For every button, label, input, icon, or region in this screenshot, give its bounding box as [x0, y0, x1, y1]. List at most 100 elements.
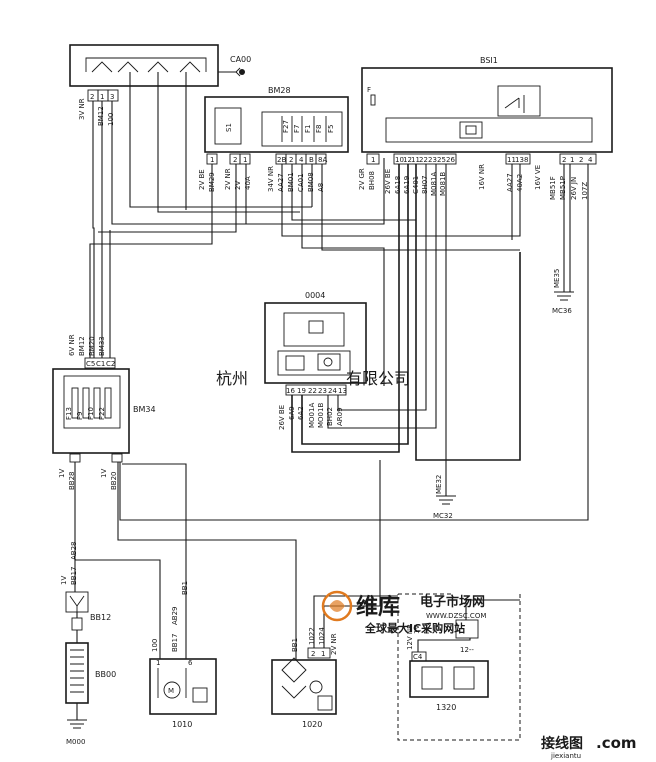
bm28-fuse-f7: F7	[293, 125, 301, 133]
c1320-label: 1320	[436, 703, 456, 712]
bm28-left-connector: 2V BE	[198, 169, 206, 190]
watermark-logo-slogan: 全球最大IC采购网站	[364, 621, 465, 635]
bsi1-mid-wire-2: 6A19	[403, 176, 411, 194]
bm28-right-wire-2: BM01	[287, 172, 295, 192]
bm28-right-wire-5: A8	[317, 183, 325, 192]
bm28-fuse-f1: F1	[304, 125, 312, 133]
component-1010: 1010 M 1 6 100 BB17 AB29 BB1	[149, 581, 217, 729]
bsi1-c16-pin-1: 11	[507, 156, 516, 164]
ca00-wire-100: 100	[107, 113, 115, 126]
bsi1-right-pin-2: 1	[570, 156, 574, 164]
bb12-wire-1: 1V	[60, 576, 68, 585]
bsi1-c16-pin-2: 13	[515, 156, 524, 164]
ca00-pin-2: 1	[100, 93, 104, 101]
bsi1-label: BSI1	[480, 56, 498, 65]
watermark-logo-sub: 电子市场网	[420, 594, 485, 610]
ca00-connector: 3V NR	[78, 98, 86, 120]
ground-mc36: ME35 MC36	[552, 164, 574, 315]
c1010-pin-1: 1	[156, 659, 160, 667]
bm34-fuse-f10: F10	[87, 407, 95, 420]
bm28-fuse-f8: F8	[315, 125, 323, 133]
c1010-pin-6: 6	[188, 659, 193, 667]
m000-label: M000	[66, 738, 85, 746]
bm28-right-wire-4: BM08	[307, 172, 315, 192]
bsi1-mid-wire-5: M081A	[430, 172, 438, 196]
bsi1-right-wire-2: MB51P	[559, 176, 567, 200]
bsi1-left-connector: 2V GR	[358, 168, 366, 190]
c0004-wire-2: 6A2	[297, 406, 305, 420]
c1320-wire-2: NR	[423, 624, 431, 634]
bsi1-mid-pin-3: 11	[411, 156, 420, 164]
component-ca00: CA00 2 1 3 3V NR BM12 100	[69, 44, 251, 126]
bm28-left-pin: 1	[210, 156, 214, 164]
watermark-corner-url: jiexiantu	[550, 752, 581, 760]
ca00-pin-1: 2	[90, 93, 94, 101]
c1010-wire-bb17: BB17	[171, 633, 179, 652]
watermark-logo-main: 维库	[356, 594, 400, 620]
bm34-fuse-f13: F13	[65, 407, 73, 420]
c0004-pin-5: 24	[328, 387, 337, 395]
c0004-wire-5: BH02	[326, 407, 334, 426]
bm28-label: BM28	[268, 86, 291, 95]
component-0004: 0004 16 19 22 23 24 13 26V BE 6A9 6A2 MO…	[264, 291, 367, 430]
bm28-right-pin-1: 2B	[277, 156, 286, 164]
bb12-label: BB12	[90, 613, 111, 622]
bb12-wire-3: AB28	[70, 542, 78, 561]
watermark-dzsc-logo: 维库 电子市场网 WWW.DZSC.COM 全球最大IC采购网站	[321, 590, 486, 635]
c1020-label: 1020	[302, 720, 322, 729]
bm34-bottom-right: 1V	[100, 469, 108, 478]
c0004-pin-6: 13	[338, 387, 347, 395]
component-bsi1: BSI1 F 1 10 12 11 22 23 25 26 11 13 8 2 …	[358, 56, 613, 200]
bsi1-c16-connector: 16V NR	[478, 164, 486, 190]
c1320-connector: 12V NR	[406, 624, 414, 650]
bsi1-mid-wire-1: 6A18	[394, 176, 402, 194]
c0004-wire-3: MO01A	[308, 403, 316, 428]
c0004-pin-1: 16	[286, 387, 295, 395]
bm34-connector: 6V NR	[68, 334, 76, 356]
bsi1-right-pin-1: 2	[562, 156, 566, 164]
bm28-right-pin-5: 8A	[318, 156, 327, 164]
component-bm34: BM34 C5 C1 C2 6V NR BM12 BM20 BM33 F13 F…	[52, 334, 156, 490]
bsi1-mid-wire-6: M081B	[439, 172, 447, 196]
c1020-connector: 2V NR	[330, 633, 338, 655]
c1010-wire-ab29: AB29	[171, 607, 179, 626]
component-1020: 1020 2 1 2V NR BB1 1022 1024	[271, 627, 338, 729]
ground-mc32-label: MC32	[433, 512, 453, 520]
bsi1-c16b-connector: 16V VE	[534, 165, 542, 190]
bsi1-mid-pin-4: 22	[419, 156, 428, 164]
bsi1-mid-pin-1: 10	[395, 156, 404, 164]
bm28-right-pin-4: B	[309, 156, 314, 164]
c1010-wire-bb1: BB1	[181, 581, 189, 595]
bsi1-right-wire-1: MB51F	[549, 176, 557, 200]
bsi1-mid-pin-6: 25	[437, 156, 446, 164]
bsi1-right-pin-4: 4	[588, 156, 593, 164]
bm34-bottom-right-wire: BB20	[110, 471, 118, 490]
bm34-pin-3: C2	[106, 360, 115, 368]
bm28-mid-connector: 2V NR	[224, 168, 232, 190]
bsi1-left-wire: BH08	[368, 171, 376, 190]
bm34-bottom-left: 1V	[58, 469, 66, 478]
c12-label: 12--	[460, 646, 474, 654]
bm28-mid-pin-1: 2	[233, 156, 237, 164]
watermark-company-head: 杭州	[216, 369, 248, 388]
bm28-right-connector: 34V NR	[267, 166, 275, 192]
ground-me32-label: ME32	[435, 475, 443, 494]
bsi1-mid-pin-5: 23	[428, 156, 437, 164]
component-1320: 1320 C4 12V NR 1V NR 12--	[397, 593, 521, 741]
bm34-pin-2: C1	[96, 360, 105, 368]
ground-mc36-label: MC36	[552, 307, 572, 315]
watermark-corner: 接线图 .com jiexiantu	[541, 734, 637, 760]
bsi1-right-wire-3: 107Z	[581, 182, 589, 200]
c1010-wire-100: 100	[151, 639, 159, 652]
c0004-label: 0004	[305, 291, 325, 300]
ground-mc32: ME32 MC32	[433, 164, 456, 520]
bsi1-left-pin: 1	[371, 156, 375, 164]
c0004-wire-4: MO01B	[317, 403, 325, 428]
ground-me35-label: ME35	[553, 269, 561, 288]
c1020-wire-1022: 1022	[308, 627, 316, 645]
watermark-corner-dot: .com	[596, 734, 637, 752]
c1010-m: M	[168, 687, 174, 695]
component-bm28: BM28 S1 F27 F7 F1 F8 F5 1 2 1 2B 2 4 B 8…	[198, 86, 349, 192]
bm28-right-pin-2: 2	[289, 156, 293, 164]
bb12-wire-2: BB17	[70, 566, 78, 585]
